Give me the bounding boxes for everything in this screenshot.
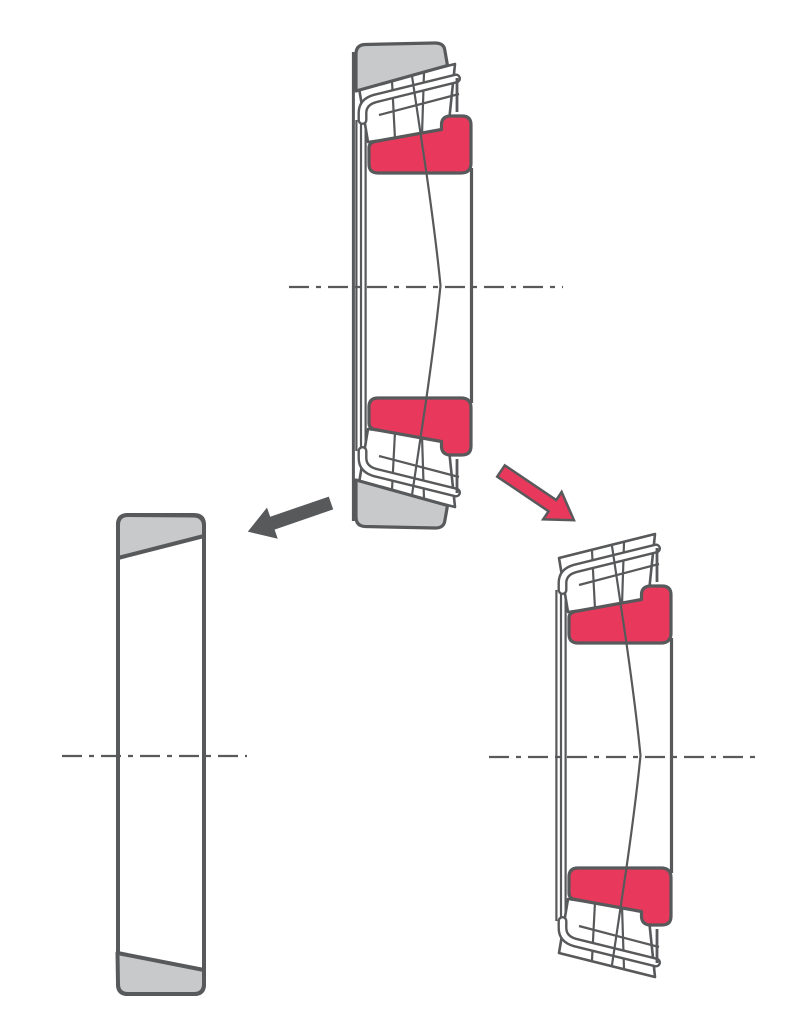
- arrow-to-outer-ring: [242, 487, 337, 548]
- inner-assembly-view: [556, 534, 671, 977]
- outer-ring-in-assembly: [351, 41, 450, 530]
- assembled-bearing-view: [351, 41, 471, 530]
- arrow-to-inner-assembly: [490, 456, 585, 536]
- assembled-inner-assembly: [356, 64, 471, 507]
- outer-ring-view: [115, 513, 206, 996]
- outer-ring-section-top: [116, 513, 206, 560]
- outer-ring-body: [116, 513, 206, 996]
- outer-ring-section-bottom: [115, 951, 206, 996]
